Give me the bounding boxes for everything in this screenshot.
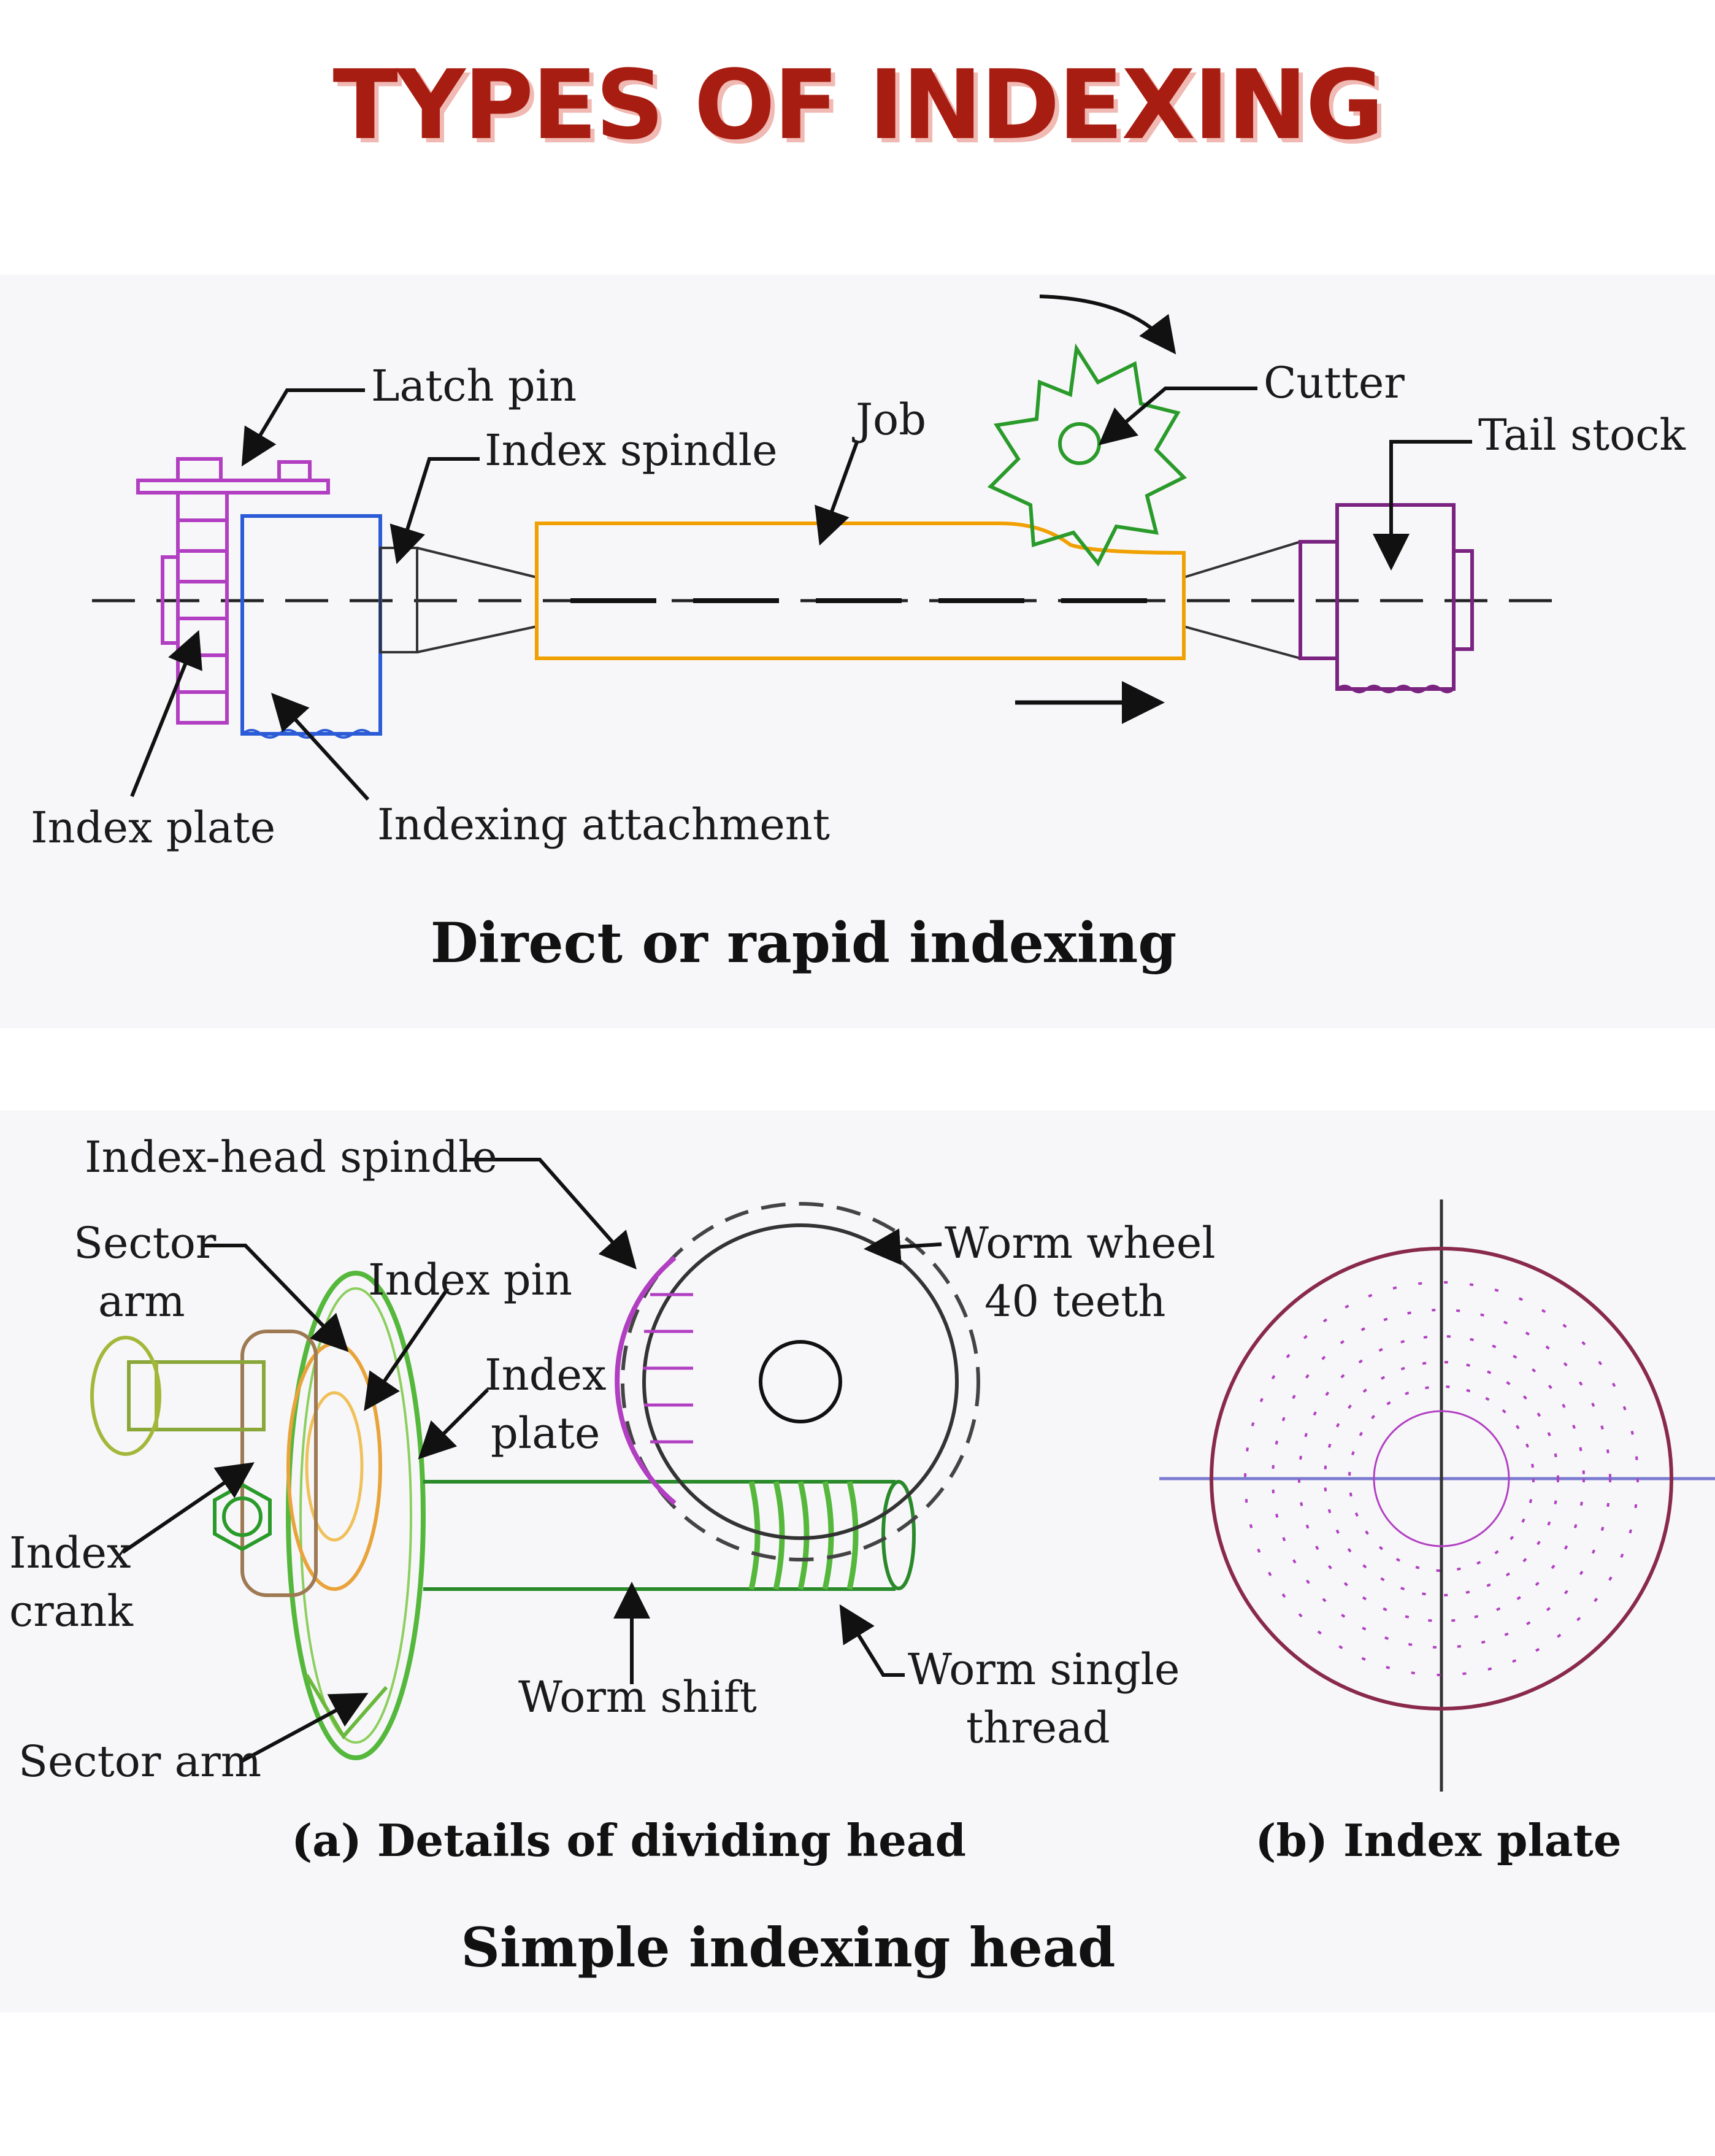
index-plate-part bbox=[136, 457, 330, 725]
label-sector-arm-bottom: Sector arm bbox=[18, 1736, 261, 1787]
index-plate-b-part bbox=[1159, 1199, 1715, 1792]
label-index-pin: Index pin bbox=[368, 1255, 572, 1305]
dividing-head-index-plate bbox=[286, 1271, 426, 1760]
label-indexing-attachment: Indexing attachment bbox=[377, 799, 830, 850]
simple-indexing-panel: Index-head spindle Sector arm Index pin … bbox=[0, 1111, 1715, 2012]
label-index-plate: Index plate bbox=[31, 803, 275, 853]
label-sector-arm-top-1: Sector bbox=[74, 1218, 217, 1268]
job-part bbox=[535, 522, 1186, 660]
label-job: Job bbox=[852, 395, 926, 445]
direct-indexing-diagram: Latch pin Index spindle Job Cutter Tail … bbox=[31, 295, 1686, 976]
leader-lines bbox=[130, 387, 1472, 801]
label-index-spindle: Index spindle bbox=[485, 425, 778, 475]
label-index-crank-1: Index bbox=[9, 1528, 131, 1578]
label-sector-arm-top-2: arm bbox=[98, 1276, 185, 1326]
label-worm-shift: Worm shift bbox=[518, 1672, 757, 1722]
cutter-rotation-arrow bbox=[1039, 295, 1176, 355]
indexing-attachment-part bbox=[240, 514, 382, 739]
simple-indexing-diagram: Index-head spindle Sector arm Index pin … bbox=[9, 1132, 1715, 1979]
caption-simple-indexing: Simple indexing head bbox=[461, 1915, 1115, 1979]
label-latch-pin: Latch pin bbox=[371, 361, 577, 411]
label-worm-wheel-1: Worm wheel bbox=[945, 1218, 1216, 1268]
worm-wheel-part bbox=[615, 1202, 980, 1561]
label-index-plate-1: Index bbox=[485, 1350, 606, 1400]
label-worm-single-2: thread bbox=[966, 1703, 1110, 1753]
label-worm-wheel-2: 40 teeth bbox=[984, 1276, 1166, 1326]
label-index-crank-2: crank bbox=[9, 1586, 133, 1636]
label-tail-stock: Tail stock bbox=[1478, 410, 1686, 460]
caption-direct-indexing: Direct or rapid indexing bbox=[431, 911, 1177, 976]
worm-part bbox=[748, 1480, 859, 1590]
subcaption-b: (b) Index plate bbox=[1255, 1814, 1621, 1866]
label-index-head-spindle: Index-head spindle bbox=[85, 1132, 497, 1182]
label-cutter: Cutter bbox=[1264, 358, 1405, 408]
page-title: TYPES OF INDEXING bbox=[332, 49, 1384, 161]
label-index-plate-2: plate bbox=[491, 1408, 600, 1458]
direct-indexing-panel: Latch pin Index spindle Job Cutter Tail … bbox=[0, 275, 1715, 1028]
worm-shaft-part bbox=[423, 1480, 916, 1591]
tail-stock-part bbox=[1299, 503, 1474, 693]
subcaption-a: (a) Details of dividing head bbox=[291, 1814, 966, 1866]
leader-lines-b bbox=[121, 1158, 942, 1763]
cutter-part bbox=[987, 343, 1187, 567]
label-worm-single-1: Worm single bbox=[908, 1644, 1180, 1695]
